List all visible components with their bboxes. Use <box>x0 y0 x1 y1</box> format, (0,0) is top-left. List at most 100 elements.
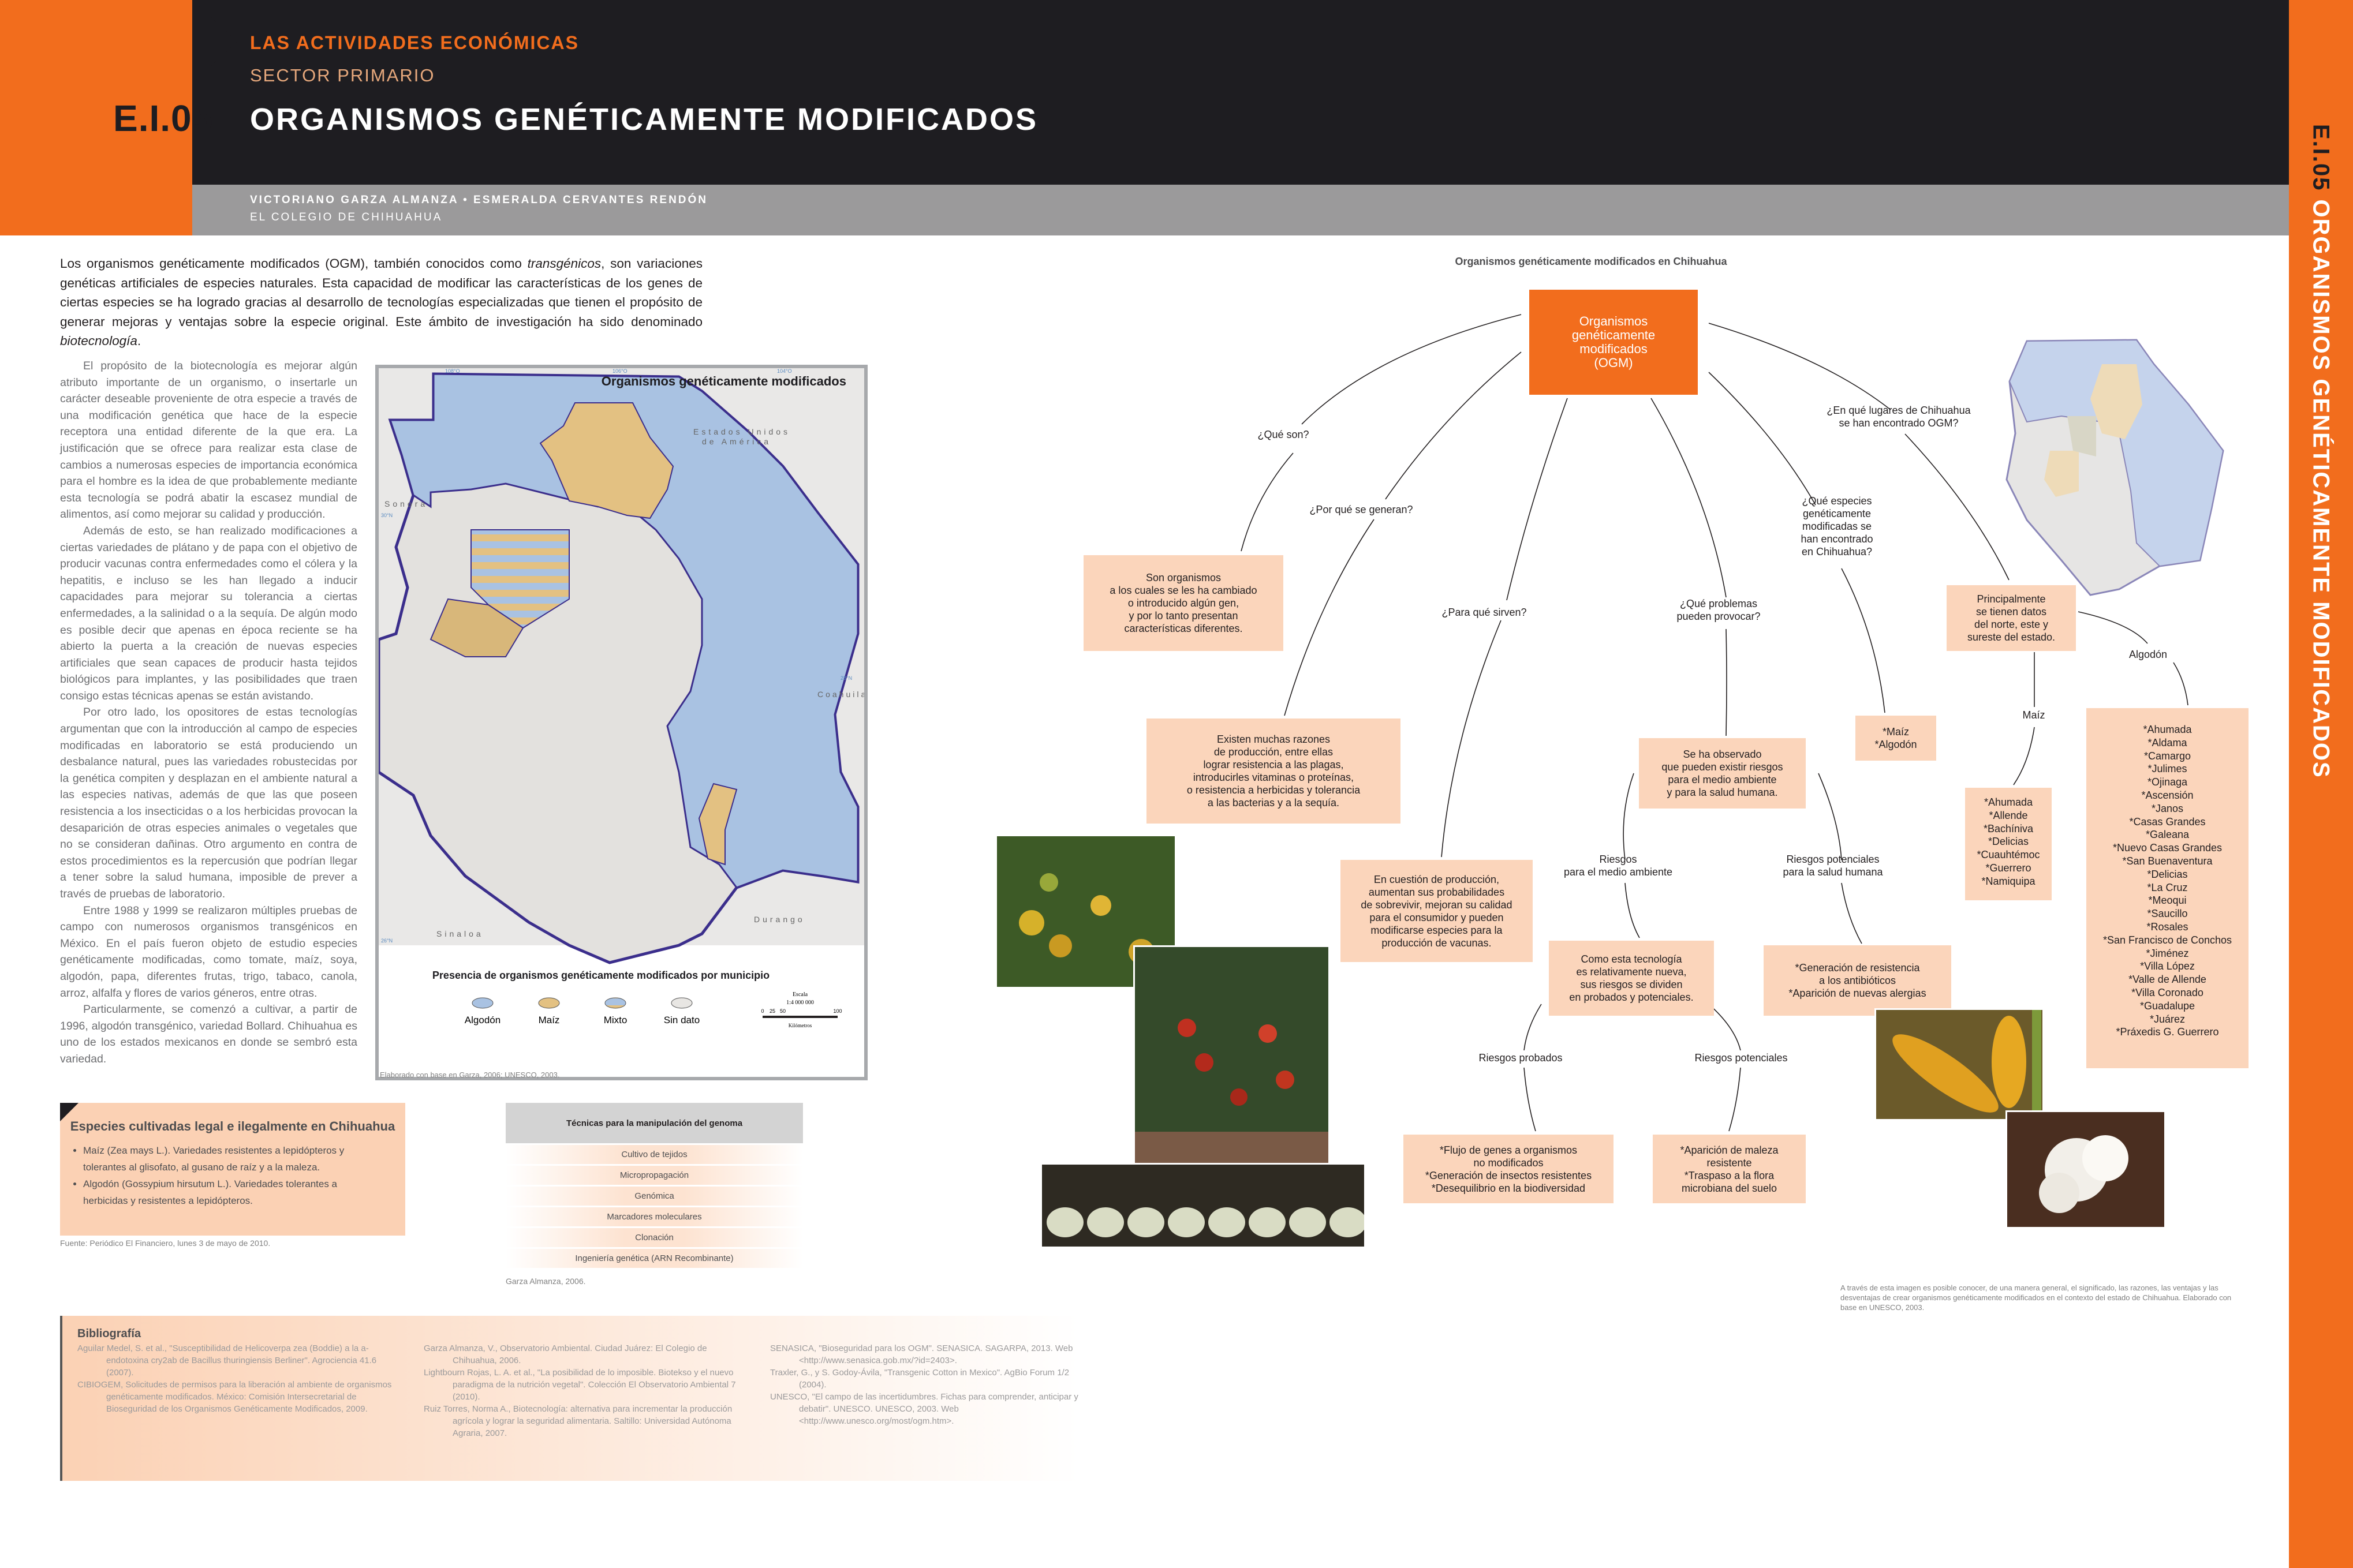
label-usa: Estados Unidos <box>693 427 790 436</box>
list-item: *Juárez <box>2149 1013 2186 1025</box>
page-title: ORGANISMOS GENÉTICAMENTE MODIFICADOS <box>250 102 1039 137</box>
intro-text: Los organismos genéticamente modificados… <box>60 256 528 271</box>
question-que-son: ¿Qué son? <box>1257 429 1309 440</box>
answer-problemas: Se ha observado que pueden existir riesg… <box>1639 738 1806 809</box>
legend-swatch-sin-dato <box>671 997 693 1009</box>
answer-especies: *Maíz *Algodón <box>1855 716 1936 761</box>
reference: Traxler, G., y S. Godoy-Ávila, "Transgen… <box>770 1368 1070 1390</box>
list-item: *Janos <box>2151 802 2184 814</box>
species-source: Fuente: Periódico El Financiero, lunes 3… <box>60 1238 271 1248</box>
intro-em: biotecnología <box>60 334 137 348</box>
techniques-table: Técnicas para la manipulación del genoma… <box>506 1103 803 1268</box>
connector <box>1523 1067 1536 1132</box>
answer-para-que: En cuestión de producción, aumentan sus … <box>1340 860 1533 962</box>
header-accent-block <box>0 0 192 235</box>
connector <box>2078 611 2148 644</box>
scale-bar: Escala 1:4 000 000 0 25 50 100 Kilómetro… <box>761 991 842 1028</box>
reference: Aguilar Medel, S. et al., "Susceptibilid… <box>77 1344 377 1378</box>
reference: CIBIOGEM, Solicitudes de permisos para l… <box>77 1380 392 1414</box>
connector <box>1708 372 1816 506</box>
legend: Algodón Maíz Mixto Sin dato <box>465 997 700 1026</box>
cotton-photo <box>2005 1110 2166 1229</box>
connector <box>1725 628 1727 736</box>
intro-text: , son variaciones genéticas artificiales… <box>60 256 703 329</box>
reference: Garza Almanza, V., Observatorio Ambienta… <box>424 1344 707 1365</box>
label-usa-2: de América <box>702 437 771 446</box>
table-row: Micropropagación <box>506 1166 803 1185</box>
ogm-center-node: Organismos genéticamente modificados (OG… <box>1529 290 1698 395</box>
list-item: *Saucillo <box>2147 908 2188 920</box>
list-item: *Guadalupe <box>2139 1000 2195 1012</box>
label-sonora: Sonora <box>384 499 428 508</box>
page-code: E.I.05 <box>113 98 214 139</box>
answer-probados: *Flujo de genes a organismos no modifica… <box>1403 1135 1614 1203</box>
list-item: *Ascensión <box>2141 789 2194 801</box>
diagram-caption: A través de esta imagen es posible conoc… <box>1840 1283 2232 1312</box>
reference: SENASICA, "Bioseguridad para los OGM". S… <box>770 1344 1073 1365</box>
connector <box>1708 323 1891 410</box>
list-item: *Rosales <box>2146 920 2188 933</box>
question-por-que: ¿Por qué se generan? <box>1309 504 1413 515</box>
connector <box>1841 568 1885 713</box>
table-row: Cultivo de tejidos <box>506 1145 803 1164</box>
scale-label: Escala <box>793 991 808 998</box>
map-caption: Elaborado con base en Garza, 2006; UNESC… <box>380 1071 560 1079</box>
body-paragraph: Además de esto, se han realizado modific… <box>60 524 357 702</box>
melons-photo <box>1040 1163 1366 1248</box>
red-tomato-plant-photo <box>1133 945 1330 1169</box>
table-row: Genómica <box>506 1187 803 1206</box>
scale-ratio: 1:4 000 000 <box>786 1000 814 1006</box>
list-item: *Cuauhtémoc <box>1977 849 2040 861</box>
label-algodon: Algodón <box>2128 649 2168 660</box>
question-lugares: ¿En qué lugares de Chihuahua se han enco… <box>1827 405 1971 429</box>
algodon-municipality-list: *Ahumada*Aldama*Camargo*Julimes*Ojinaga*… <box>2086 708 2249 1068</box>
connector <box>1624 882 1640 938</box>
reference: UNESCO, "El campo de las incertidumbres.… <box>770 1392 1078 1426</box>
bibliography-column: Garza Almanza, V., Observatorio Ambienta… <box>424 1342 747 1439</box>
question-especies: ¿Qué especies genéticamente modificadas … <box>1801 495 1873 557</box>
list-item: *Valle de Allende <box>2128 974 2206 986</box>
chihuahua-gmo-map: Estados Unidos de América Sonora Coahuil… <box>375 365 868 1080</box>
connector <box>1904 433 2010 581</box>
legend-label: Mixto <box>604 1015 628 1026</box>
list-item: *Ojinaga <box>2147 776 2188 788</box>
list-item: *Galeana <box>2145 829 2190 841</box>
bibliography-title: Bibliografía <box>77 1327 141 1340</box>
answer-ambiente: Como esta tecnología es relativamente nu… <box>1549 941 1714 1016</box>
table-row: Clonación <box>506 1228 803 1247</box>
authors-band <box>192 185 2289 235</box>
corn-photo <box>1874 1008 2044 1121</box>
table-row: Marcadores moleculares <box>506 1207 803 1226</box>
connector <box>1284 519 1375 716</box>
institution: EL COLEGIO DE CHIHUAHUA <box>250 211 443 223</box>
connector <box>1385 351 1522 500</box>
section-sector: SECTOR PRIMARIO <box>250 65 435 85</box>
body-paragraph: Entre 1988 y 1999 se realizaron múltiple… <box>60 904 357 1000</box>
list-item: *Villa López <box>2140 960 2195 972</box>
intro-paragraph: Los organismos genéticamente modificados… <box>60 254 703 351</box>
connector <box>2173 662 2188 706</box>
connector <box>1728 1067 1741 1132</box>
answer-potenciales: *Aparición de maleza resistente *Traspas… <box>1653 1135 1806 1203</box>
list-item: *Bachíniva <box>1983 822 2034 834</box>
intro-em: transgénicos <box>527 256 602 271</box>
intro-text: . <box>137 334 141 348</box>
species-box-title: Especies cultivadas legal e ilegalmente … <box>70 1119 395 1133</box>
techniques-source: Garza Almanza, 2006. <box>506 1277 586 1286</box>
list-item: *Casas Grandes <box>2129 815 2206 828</box>
list-item: *Julimes <box>2147 763 2187 775</box>
answer-que-son: Son organismos a los cuales se les ha ca… <box>1084 555 1283 651</box>
list-item: *Jiménez <box>2146 947 2189 959</box>
list-item: *Meoqui <box>2148 895 2187 907</box>
legend-swatch-maiz <box>538 997 560 1009</box>
connector <box>1441 620 1502 858</box>
list-item: *Nuevo Casas Grandes <box>2112 842 2223 854</box>
region-maiz-south <box>698 783 738 866</box>
connector <box>1523 1004 1542 1051</box>
tick-28n: 28°N <box>841 675 852 681</box>
mini-map <box>2005 339 2224 596</box>
bibliography-column: Aguilar Medel, S. et al., "Susceptibilid… <box>77 1342 401 1415</box>
list-item: *Práxedis G. Guerrero <box>2116 1026 2219 1038</box>
answer-por-que: Existen muchas razones de producción, en… <box>1146 718 1400 824</box>
header-banner <box>192 0 2289 185</box>
